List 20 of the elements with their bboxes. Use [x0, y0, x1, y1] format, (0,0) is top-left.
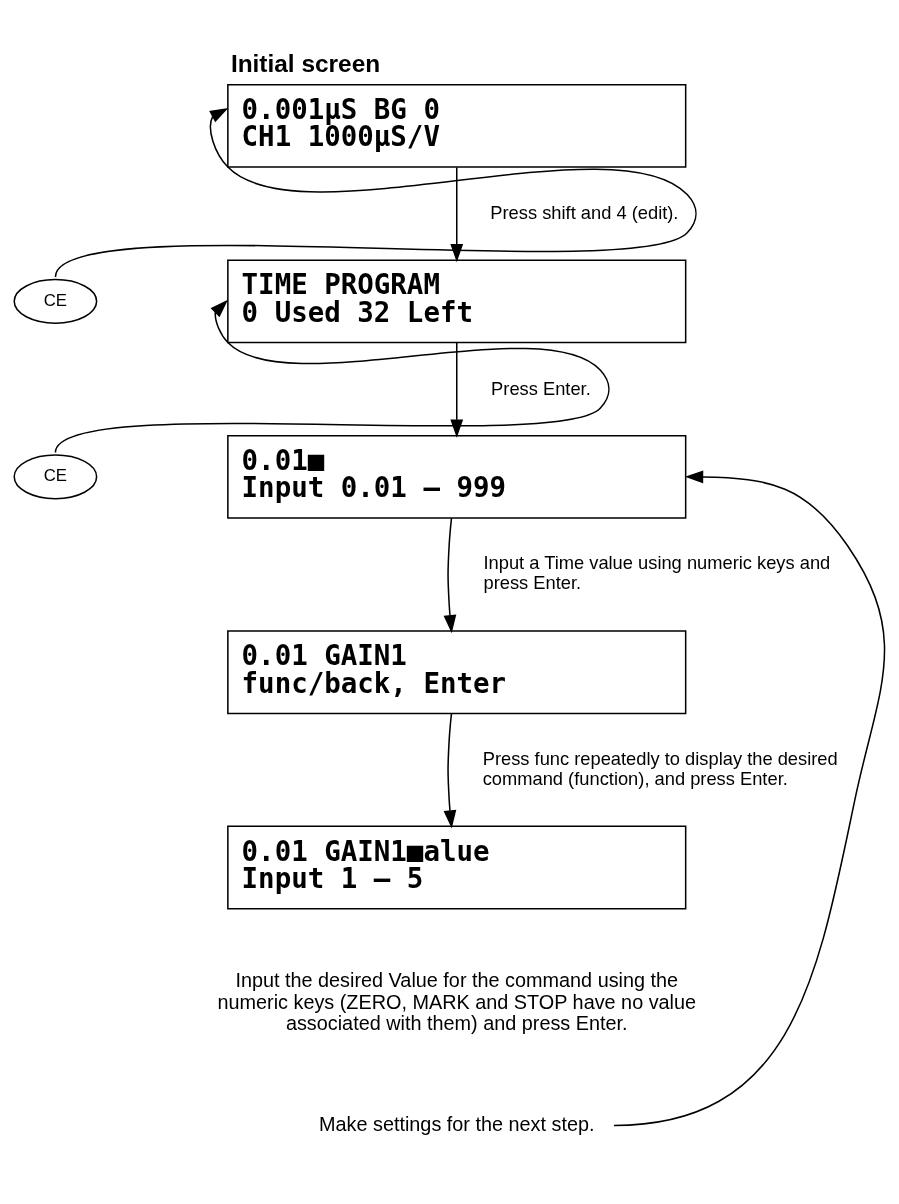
node-box: 0.001μS BG 0 CH1 1000μS/V — [227, 83, 687, 168]
arrow — [450, 166, 464, 263]
node-ellipse: CE — [13, 278, 98, 324]
arrow — [613, 470, 886, 1127]
node-box: 0.01 GAIN1 func/back, Enter — [227, 630, 687, 715]
node-text: Make settings for the next step. — [318, 1112, 595, 1135]
edge-label: Press Enter. — [491, 377, 591, 399]
arrow — [54, 299, 610, 454]
arrow — [443, 517, 457, 634]
edge-label: Input a Time value using numeric keys and press Enter. — [483, 552, 831, 594]
arrow — [443, 712, 457, 829]
node-box: TIME PROGRAM 0 Used 32 Left — [227, 259, 687, 344]
arrow — [54, 108, 697, 278]
node-label: Initial screen — [230, 50, 381, 78]
edge-label: Press func repeatedly to display the desired command (function), and press Enter. — [482, 747, 838, 789]
node-label: Input the desired Value for the command using the numeric keys (ZERO, MARK and STOP have no value associated with them) and press Enter. — [217, 969, 697, 1034]
node-box: 0.01■ Input 0.01 – 999 — [227, 434, 687, 519]
node-box: 0.01 GAIN1■alue Input 1 – 5 — [227, 825, 687, 910]
edge-label: Press shift and 4 (edit). — [490, 202, 679, 224]
node-ellipse: CE — [13, 454, 98, 500]
